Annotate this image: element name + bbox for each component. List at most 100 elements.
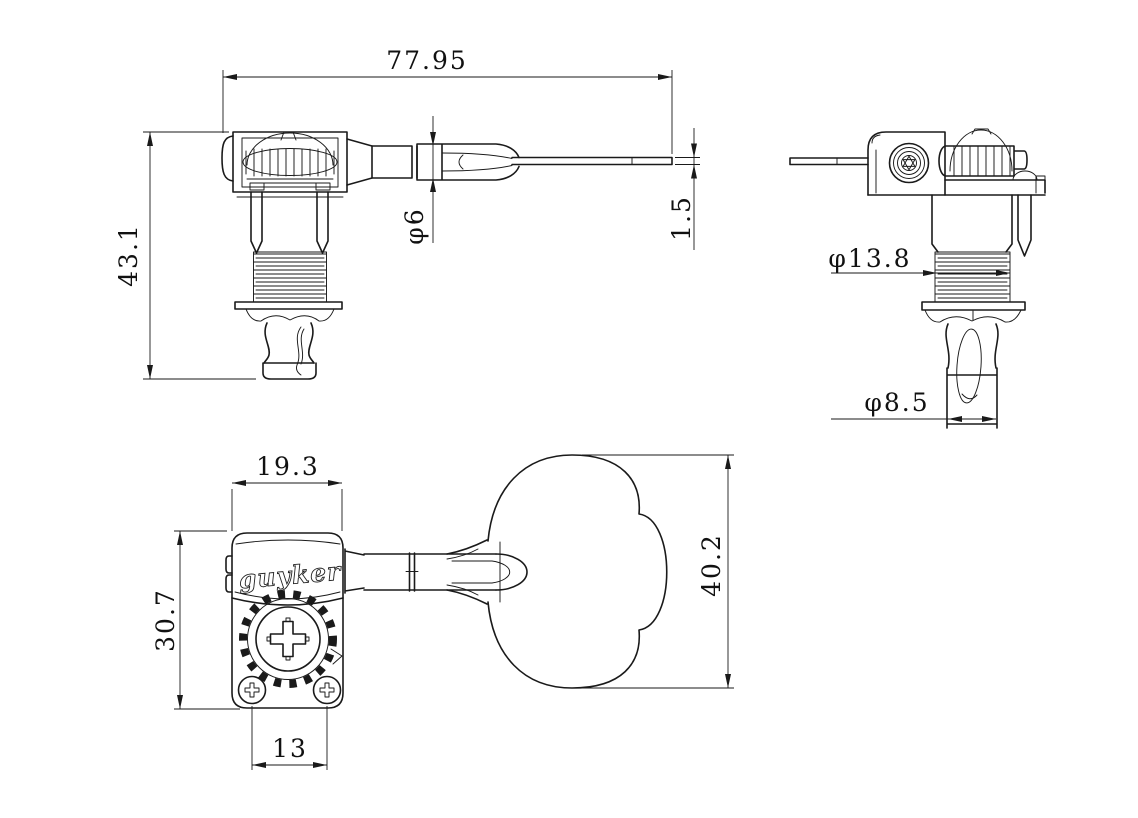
bearing-dome bbox=[246, 132, 334, 166]
flare-inner bbox=[446, 548, 479, 596]
extension-line bbox=[582, 454, 734, 689]
cap-ring-inner bbox=[897, 151, 921, 175]
screw-head-dome bbox=[1012, 170, 1038, 181]
thread-lines bbox=[934, 251, 1011, 303]
plate-outline bbox=[867, 179, 1046, 196]
dim-plate-height-group: 30.7 bbox=[151, 530, 240, 710]
dim-screw-spacing-group: 13 bbox=[251, 706, 328, 770]
dim-overall-height-group: 43.1 bbox=[114, 131, 256, 380]
shaft-funnel bbox=[346, 138, 373, 186]
arrowhead bbox=[691, 143, 697, 179]
dim-post-diameter: φ8.5 bbox=[864, 388, 929, 417]
blade-holder bbox=[416, 143, 520, 181]
dim-plate-height: 30.7 bbox=[151, 588, 180, 652]
extension-line bbox=[143, 131, 256, 380]
knob-neck bbox=[263, 322, 315, 364]
housing-window bbox=[241, 137, 339, 188]
cap-bottom-edge bbox=[231, 597, 344, 606]
mount-screw bbox=[1017, 194, 1032, 257]
plate-outline bbox=[231, 532, 344, 709]
dim-tip-thickness: 1.5 bbox=[667, 195, 696, 241]
bearing-dome bbox=[949, 128, 1013, 172]
gear-teeth-ring bbox=[239, 590, 337, 688]
front-gear bbox=[239, 590, 343, 688]
string-blade bbox=[789, 157, 869, 166]
gear-base-lines bbox=[246, 178, 334, 191]
gear-root-circle bbox=[247, 598, 329, 680]
dim-thread-diameter-group: φ13.8 bbox=[828, 244, 1010, 276]
housing-end-cap bbox=[221, 135, 234, 182]
post-neck bbox=[945, 323, 999, 369]
scalloped-nut bbox=[924, 309, 1022, 323]
knob-base bbox=[262, 362, 317, 380]
knob-slot-curl bbox=[296, 326, 305, 376]
dim-thread-diameter: φ13.8 bbox=[828, 244, 911, 273]
gear-face-circle bbox=[255, 606, 321, 672]
clover-key-button bbox=[487, 454, 668, 689]
shaft-body bbox=[363, 552, 497, 592]
cross-tip-nubs bbox=[266, 617, 310, 661]
cap-screw bbox=[901, 155, 917, 171]
flare-outer bbox=[446, 539, 488, 605]
tuner-shaft bbox=[346, 138, 673, 186]
worm-gear bbox=[938, 128, 1028, 177]
dim-screw-spacing: 13 bbox=[272, 734, 308, 763]
gear-teeth bbox=[953, 145, 1011, 177]
arrowhead bbox=[948, 416, 996, 422]
mount-screw-left bbox=[237, 675, 267, 705]
key-shaft bbox=[344, 539, 528, 605]
string-post bbox=[945, 323, 999, 429]
side-view-left: 77.95 43.1 φ6 1.5 bbox=[114, 46, 700, 380]
extension-line bbox=[675, 157, 700, 165]
thread-lines bbox=[253, 251, 327, 303]
bushing-flange bbox=[234, 301, 343, 310]
post-body bbox=[931, 194, 1013, 253]
side-view-right: φ13.8 φ8.5 bbox=[789, 128, 1046, 429]
clover-outline bbox=[487, 454, 668, 689]
blade-fork-lines bbox=[441, 152, 513, 172]
extension-line bbox=[231, 489, 343, 531]
horseshoe-inner bbox=[451, 560, 511, 584]
dim-overall-length: 77.95 bbox=[386, 46, 468, 75]
dim-tip-thickness-group: 1.5 bbox=[667, 128, 700, 250]
front-view: 19.3 30.7 13 40.2 bbox=[151, 452, 734, 770]
gear-pawl-arrow bbox=[330, 648, 343, 665]
dim-key-height-group: 40.2 bbox=[582, 454, 734, 689]
dim-key-height: 40.2 bbox=[697, 533, 726, 597]
cap-ring-mid bbox=[893, 147, 925, 179]
threaded-bushing bbox=[921, 194, 1026, 323]
threaded-bushing bbox=[234, 251, 343, 322]
dim-plate-width-group: 19.3 bbox=[231, 452, 343, 531]
cap-top-line bbox=[235, 539, 341, 545]
housing-block bbox=[867, 131, 946, 196]
mount-screw-right bbox=[316, 191, 329, 254]
string-blade bbox=[511, 156, 673, 166]
mount-screws-front bbox=[237, 675, 342, 705]
horseshoe-outer bbox=[495, 553, 528, 591]
bushing-flange bbox=[921, 301, 1026, 311]
mount-screw-left bbox=[250, 191, 263, 254]
dim-shaft-diameter: φ6 bbox=[400, 207, 429, 244]
gear-housing bbox=[867, 131, 946, 196]
plate-tab bbox=[1035, 175, 1046, 194]
gear-teeth bbox=[245, 148, 335, 177]
string-slot-loop bbox=[956, 328, 982, 404]
hex-star-icon bbox=[902, 155, 916, 171]
string-slot-detail bbox=[961, 393, 978, 400]
side-tabs bbox=[225, 555, 233, 593]
post-cylinder bbox=[946, 367, 998, 429]
extension-line bbox=[222, 70, 673, 154]
gear-band bbox=[242, 148, 338, 176]
extension-line bbox=[251, 706, 328, 770]
housing-box bbox=[232, 131, 348, 193]
corner-chamfer bbox=[871, 134, 881, 194]
dome-notch bbox=[280, 131, 297, 141]
shaft-cylinder bbox=[371, 145, 418, 179]
phillips-cross-icon bbox=[269, 620, 307, 658]
dim-overall-length-group: 77.95 bbox=[222, 46, 673, 154]
dim-plate-width: 19.3 bbox=[256, 452, 320, 481]
cap-ring-outer bbox=[888, 142, 930, 184]
worm-gear bbox=[242, 148, 338, 191]
